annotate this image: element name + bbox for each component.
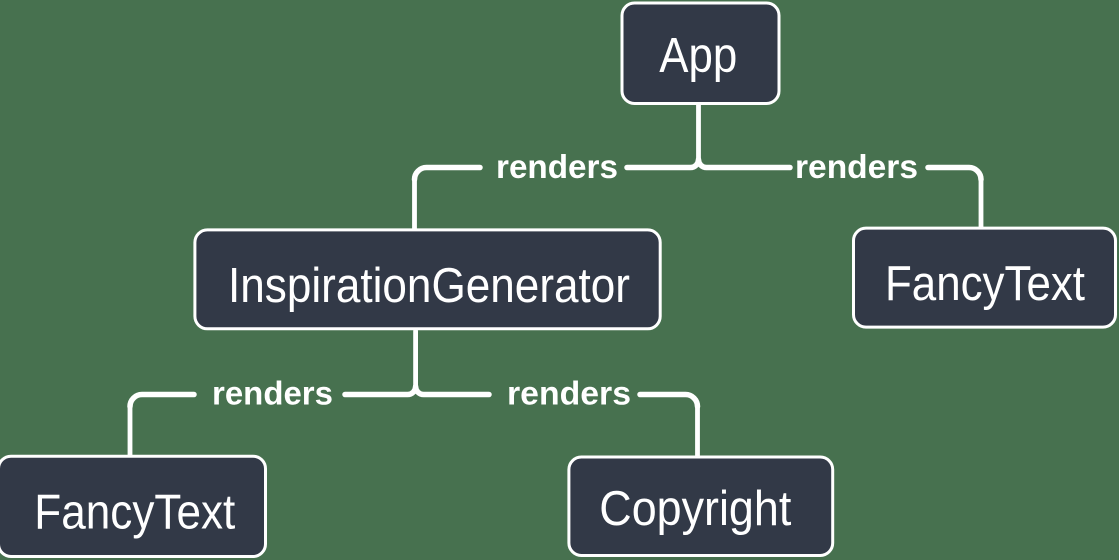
svg-text:renders: renders — [496, 149, 618, 186]
svg-text:App: App — [659, 29, 737, 83]
svg-text:FancyText: FancyText — [885, 257, 1085, 311]
svg-text:renders: renders — [507, 376, 631, 413]
svg-text:renders: renders — [212, 376, 333, 413]
svg-text:FancyText: FancyText — [34, 486, 235, 540]
svg-text:InspirationGenerator: InspirationGenerator — [228, 259, 630, 313]
svg-text:renders: renders — [795, 149, 918, 186]
svg-text:Copyright: Copyright — [599, 482, 791, 536]
